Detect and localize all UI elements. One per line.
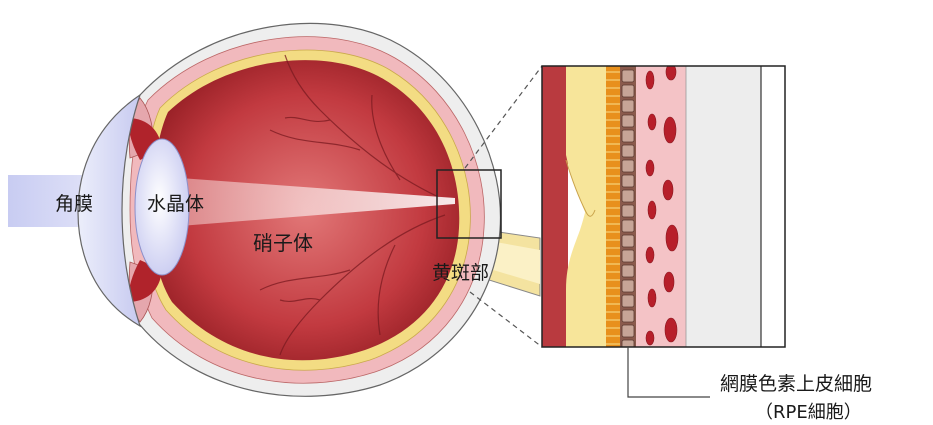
label-cornea: 角膜: [55, 193, 93, 215]
rpe-pointer: [628, 347, 710, 397]
label-rpe: 網膜色素上皮細胞: [720, 373, 872, 395]
label-macula: 黄斑部: [432, 262, 489, 284]
retina-panel: [542, 64, 785, 352]
label-lens: 水晶体: [147, 193, 204, 215]
label-rpe-abbrev: （RPE細胞）: [755, 402, 862, 423]
label-vitreous: 硝子体: [253, 231, 313, 255]
